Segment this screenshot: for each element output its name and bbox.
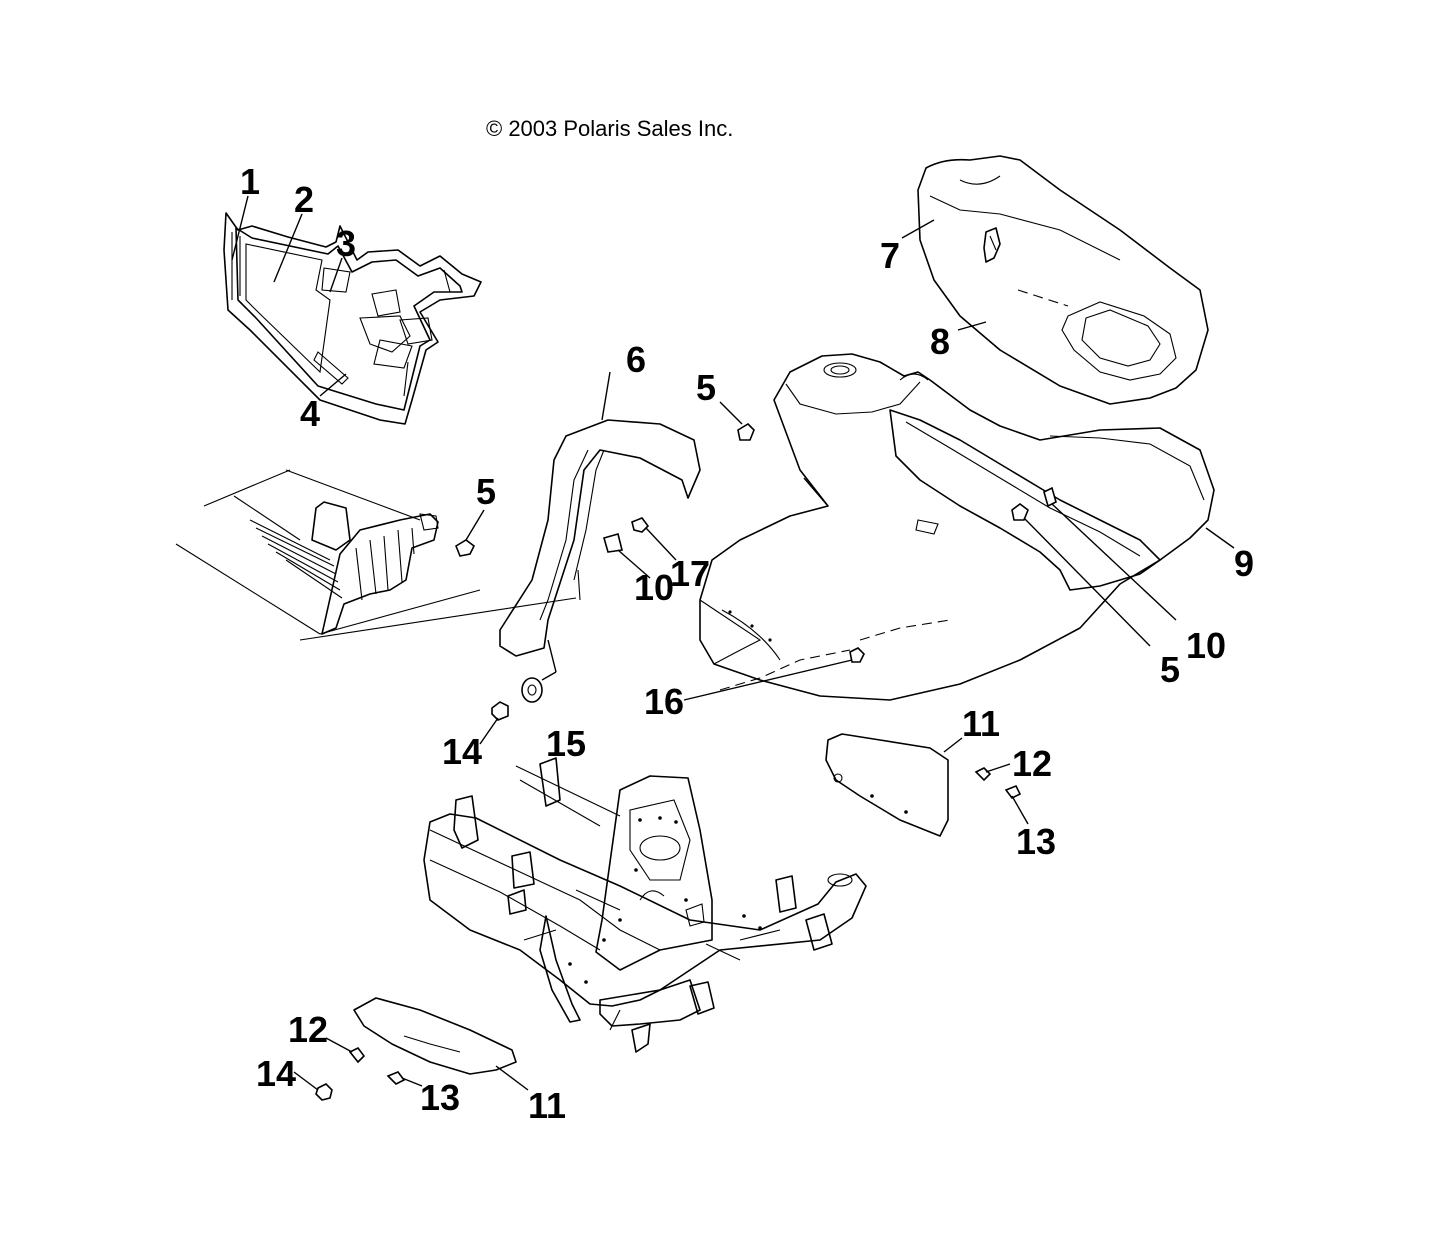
callout-5-left: 5 [476, 471, 496, 512]
frame-drawing [423, 757, 867, 1053]
callout-11-upper: 11 [962, 703, 1000, 744]
callout-12-lower: 12 [288, 1009, 328, 1050]
callout-13-lower: 13 [420, 1077, 460, 1118]
callout-14-lower: 14 [256, 1053, 296, 1094]
callout-10-right: 10 [1186, 625, 1226, 666]
front-fender-flare-drawing [499, 419, 701, 681]
callout-8: 8 [930, 321, 950, 362]
splash-guard-lower-drawing [353, 997, 529, 1091]
callout-13-upper: 13 [1016, 821, 1056, 862]
copyright-notice: © 2003 Polaris Sales Inc. [486, 116, 734, 141]
callout-10-left: 10 [634, 567, 674, 608]
callout-4: 4 [300, 393, 320, 434]
callout-5-top: 5 [696, 367, 716, 408]
callout-11-lower: 11 [528, 1085, 566, 1126]
callout-14-upper: 14 [442, 731, 482, 772]
callout-9: 9 [1234, 543, 1254, 584]
rear-cab-drawing [699, 353, 1235, 701]
callout-15: 15 [546, 723, 586, 764]
front-bumper-drawing [175, 469, 577, 641]
callout-12-upper: 12 [1012, 743, 1052, 784]
splash-guard-upper-drawing [825, 733, 963, 837]
seat-drawing [901, 155, 1209, 405]
front-rack-panel-drawing [223, 212, 482, 425]
callout-7: 7 [880, 235, 900, 276]
callout-3: 3 [336, 223, 356, 264]
callout-17: 17 [670, 553, 710, 594]
callout-2: 2 [294, 179, 314, 220]
callout-16: 16 [644, 681, 684, 722]
seat-latch-drawing [957, 227, 1001, 331]
callout-1: 1 [240, 161, 260, 202]
hardware-drawing [231, 195, 1177, 1101]
callout-6: 6 [626, 339, 646, 380]
callout-5-right: 5 [1160, 649, 1180, 690]
